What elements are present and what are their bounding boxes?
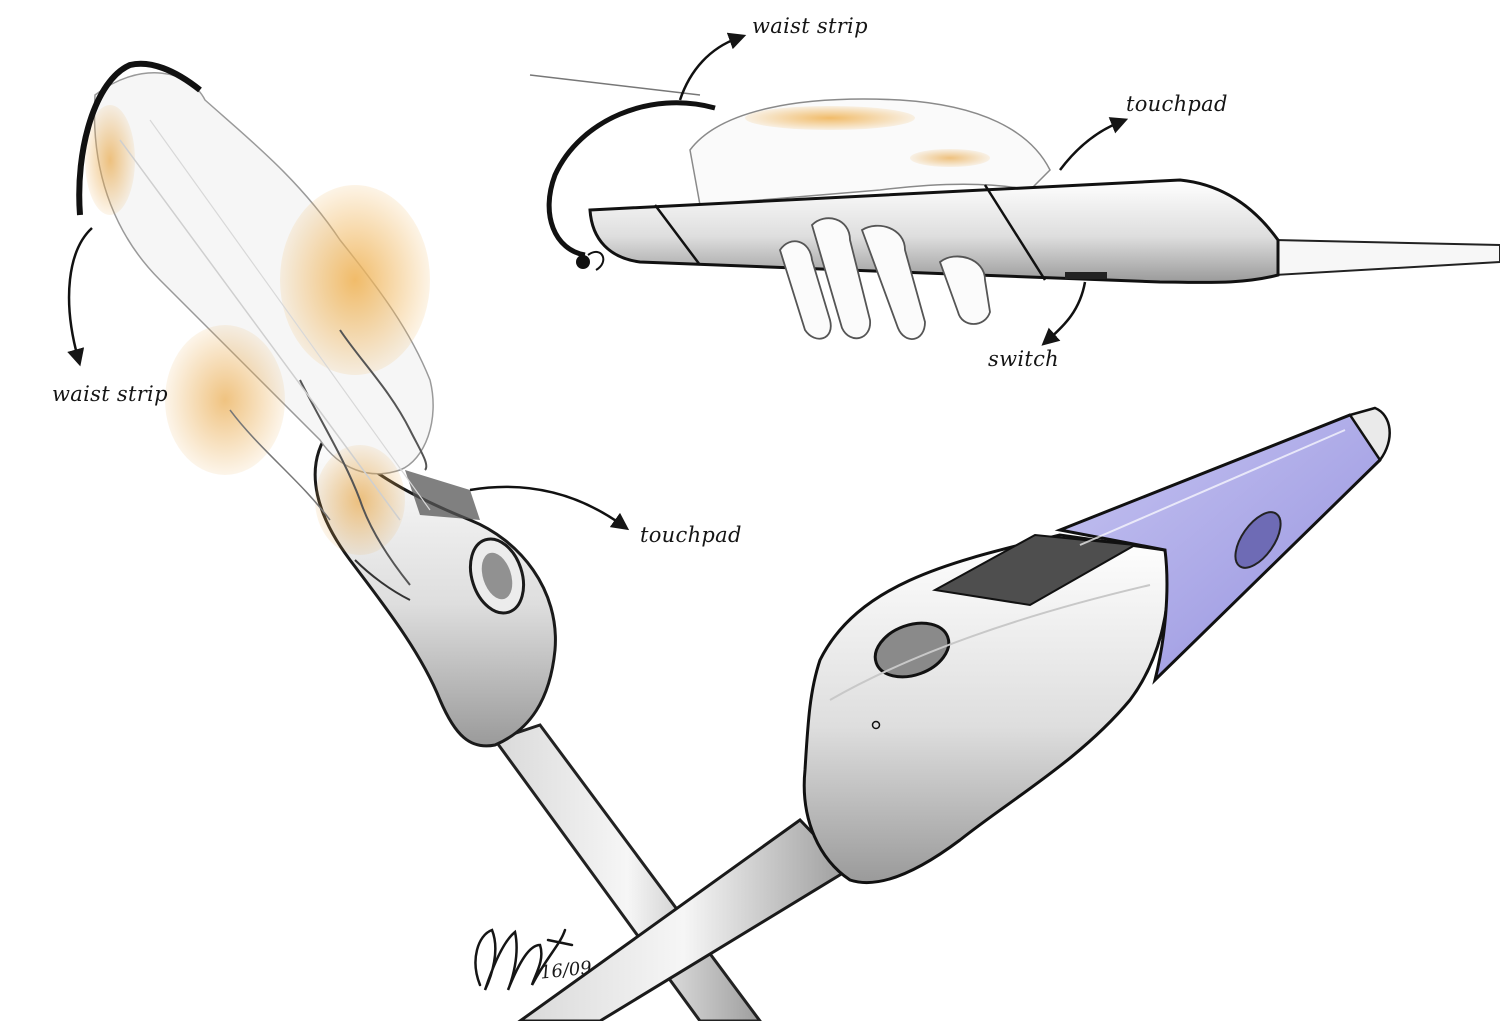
label-waist-strip-left: waist strip xyxy=(52,382,168,406)
label-touchpad-top: touchpad xyxy=(1126,92,1228,116)
left-handle-sketch xyxy=(67,60,763,1023)
top-handle-sketch xyxy=(529,32,1500,346)
label-switch: switch xyxy=(988,347,1059,371)
bottom-handle-render xyxy=(515,406,1391,1023)
label-touchpad-left: touchpad xyxy=(640,523,742,547)
label-waist-strip-top: waist strip xyxy=(752,14,868,38)
signature-mark xyxy=(474,928,574,991)
